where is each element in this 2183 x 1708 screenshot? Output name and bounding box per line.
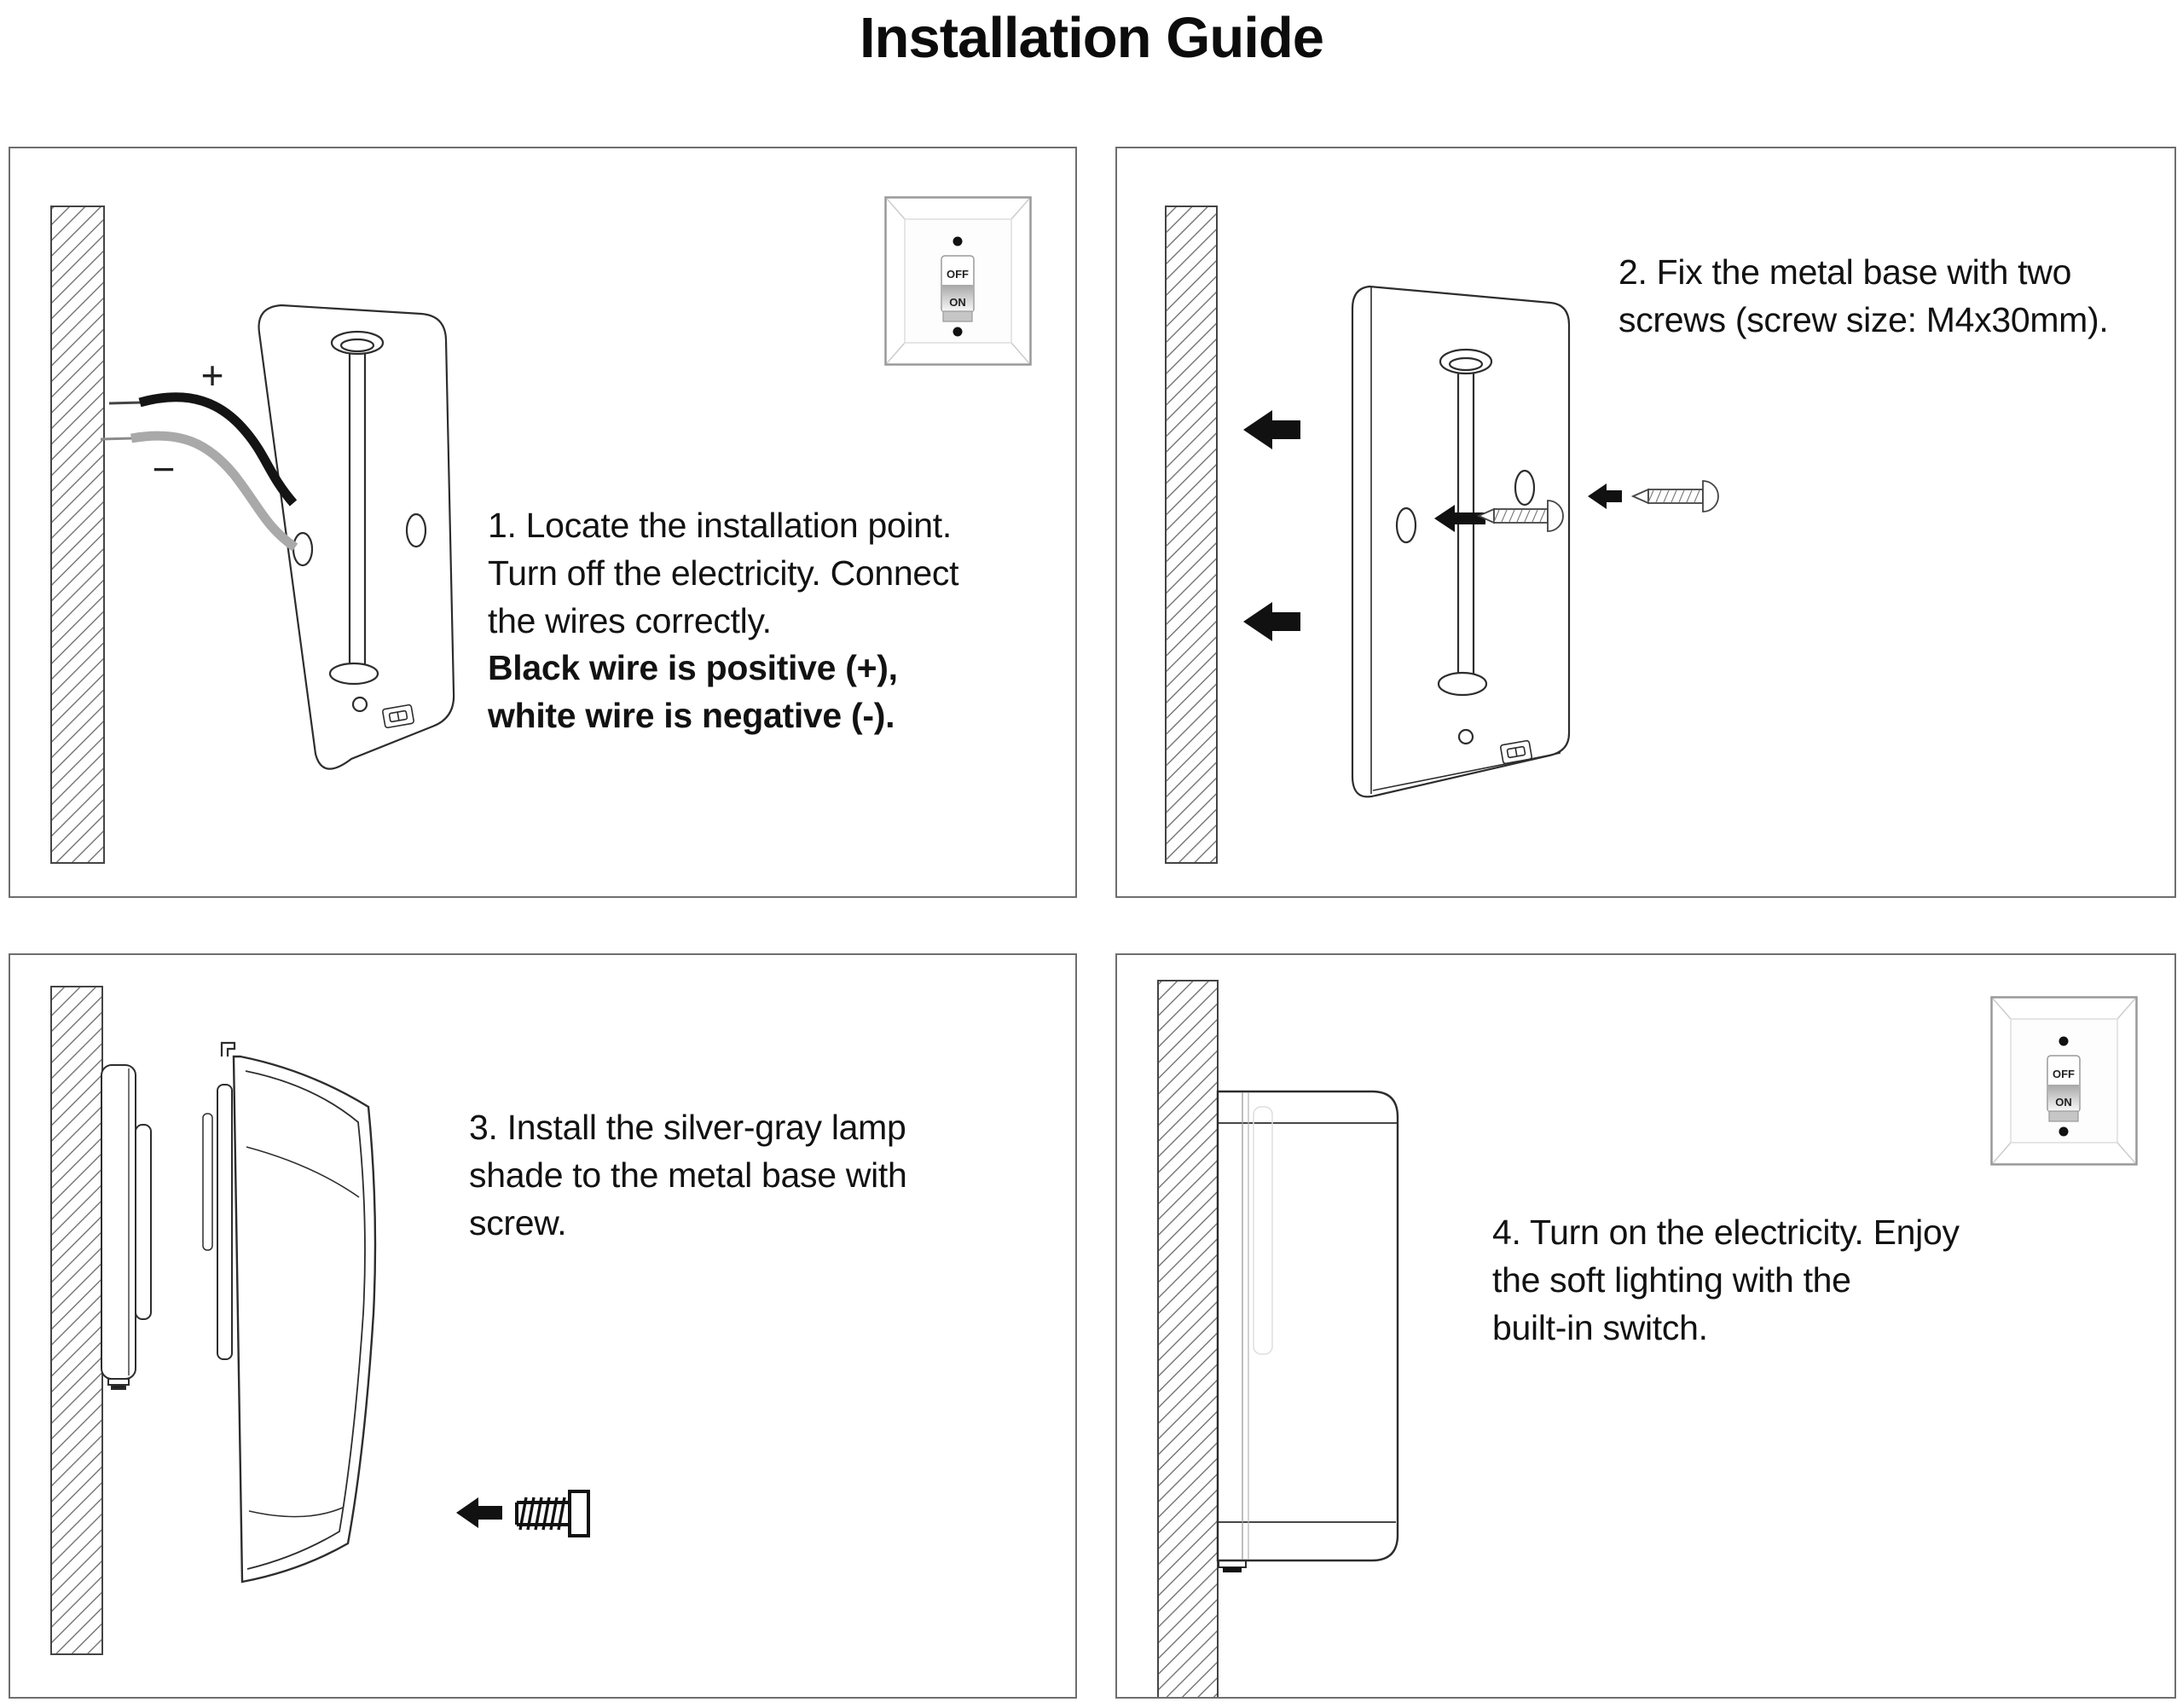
screw-hole-right [405,512,427,548]
step2-instructions: 2. Fix the metal base with two screws (s… [1618,252,2109,339]
wall-hatch [1165,206,1218,864]
light-switch-icon: OFF ON [884,196,1032,366]
screw-dot-bottom [2059,1126,2069,1137]
on-label: ON [949,296,966,309]
wall-lamp-side-view [1216,1090,1399,1572]
switch-knob [1218,1560,1247,1572]
negative-symbol: − [153,447,176,491]
screw-icon [515,1490,590,1537]
panel-step2: 2. Fix the metal base with two screws (s… [1115,147,2176,898]
arrow-screw-icon [1588,483,1622,509]
built-in-switch [1500,739,1532,765]
step3-instructions: 3. Install the silver-gray lamp shade to… [469,1108,907,1242]
step1-instructions-bold: Black wire is positive (+), white wire i… [488,648,898,735]
step4-instructions: 4. Turn on the electricity. Enjoy the so… [1492,1213,1960,1347]
wall-hatch [1157,980,1219,1697]
screw-dot-top [953,236,963,246]
off-label: OFF [947,268,969,281]
page-title: Installation Guide [859,6,1324,70]
step1-instructions: 1. Locate the installation point. Turn o… [488,506,959,640]
light-switch-icon: OFF ON [1990,996,2138,1166]
built-in-switch [382,703,414,729]
panel-step4: OFF ON 4. Turn on the electricity. Enjoy… [1115,953,2176,1699]
arrow-left-bottom-icon [1243,602,1300,641]
wall-hatch [50,206,105,864]
screw-dot-bottom [953,327,963,337]
step4-diagram [1157,980,1399,1697]
step1-diagram: + − [50,206,455,864]
cable-hole [351,696,368,713]
arrow-inner-icon [1434,505,1485,532]
screw-icon [1476,500,1564,532]
arrow-left-top-icon [1243,410,1300,449]
switch-knob [107,1378,130,1390]
toggle: OFF ON [941,255,975,322]
wall-hatch [50,986,103,1655]
panel-step3: 3. Install the silver-gray lamp shade to… [9,953,1077,1699]
screw-icon [1630,480,1719,512]
screw-hole-left [1395,507,1417,544]
off-label: OFF [2053,1068,2075,1080]
metal-base-side-view [101,1064,152,1390]
step3-diagram [50,986,590,1655]
mounting-tube [328,330,385,686]
on-label: ON [2055,1096,2072,1109]
cable-hole [1457,728,1474,745]
screw-hole-right [1514,469,1536,507]
wire-positive [108,392,298,507]
toggle: OFF ON [2047,1055,2081,1122]
positive-symbol: + [201,353,224,397]
screw-dot-top [2059,1036,2069,1046]
metal-base-plate [258,304,455,770]
shade-hook [220,1041,236,1057]
lamp-shade-side-view [202,1041,377,1584]
step2-diagram [1165,206,1719,864]
panel-step1: + − OFF ON 1. Loc [9,147,1077,898]
wire-negative [100,431,298,552]
metal-base-plate [1351,285,1571,798]
arrow-screw-icon [456,1497,502,1528]
